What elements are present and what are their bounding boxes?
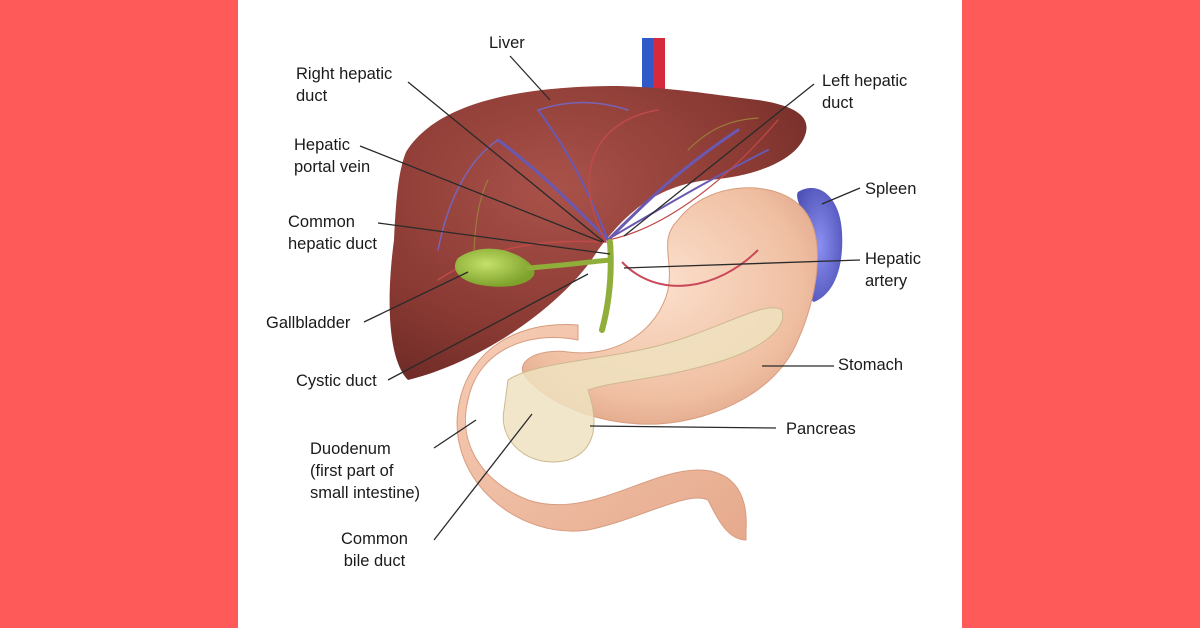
label-gallbladder: Gallbladder <box>266 314 351 332</box>
label-hepatic-portal-vein: Hepatic portal vein <box>294 136 371 176</box>
label-pancreas: Pancreas <box>786 420 856 438</box>
label-hepatic-artery: Hepatic artery <box>865 250 921 290</box>
label-liver: Liver <box>489 34 525 52</box>
label-common-hepatic-duct: Common hepatic duct <box>288 213 377 253</box>
label-spleen: Spleen <box>865 180 917 198</box>
label-right-hepatic-duct: Right hepatic duct <box>296 65 393 105</box>
label-stomach: Stomach <box>838 356 904 374</box>
anatomy-illustration <box>359 38 861 541</box>
pancreas-shape <box>502 307 784 463</box>
gallbladder-shape <box>454 248 535 287</box>
liver-shape <box>389 86 807 380</box>
leader-lines <box>359 55 861 541</box>
bile-ducts <box>525 239 614 333</box>
label-cystic-duct: Cystic duct <box>296 372 377 390</box>
diagram-panel: Liver Right hepatic duct Left hepatic du… <box>238 0 962 628</box>
label-left-hepatic-duct: Left hepatic duct <box>822 72 908 112</box>
liver-vessels <box>437 101 779 281</box>
label-duodenum: Duodenum (first part of small intestine) <box>310 440 421 502</box>
duodenum-shape <box>456 323 747 541</box>
great-vessels <box>642 38 665 100</box>
label-common-bile-duct: Common bile duct <box>341 530 408 570</box>
hepatic-artery-line <box>621 249 759 287</box>
